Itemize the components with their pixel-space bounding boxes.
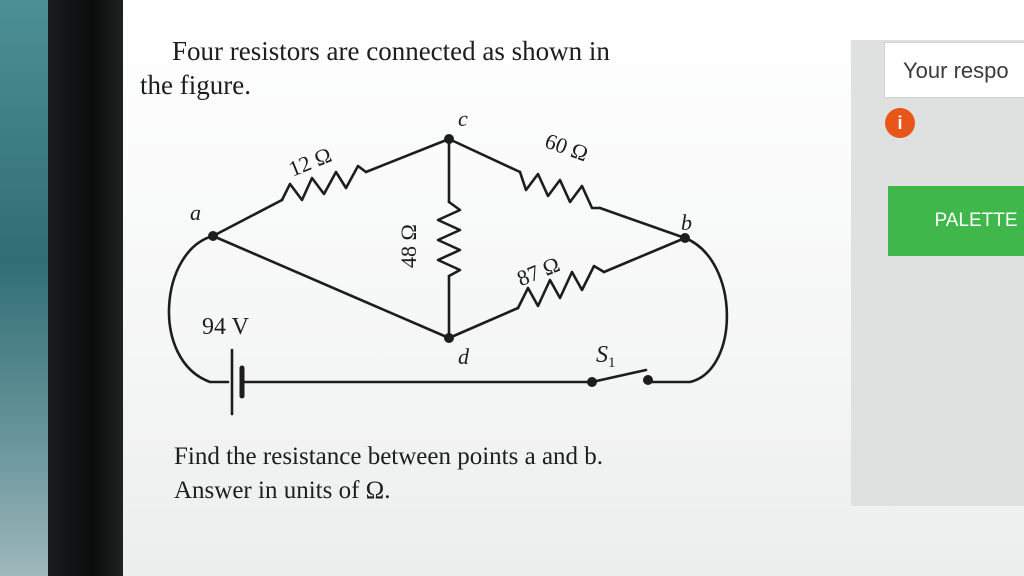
- resistor-60-ohm: [518, 170, 602, 210]
- resistor-87-ohm-label: 87 Ω: [513, 251, 563, 291]
- node-c-label: c: [458, 106, 468, 131]
- node-d-dot: [444, 333, 454, 343]
- resistor-60-ohm-label: 60 Ω: [542, 128, 592, 166]
- question-intro-line-2: the figure.: [140, 70, 251, 100]
- question-intro-line-1: Four resistors are connected as shown in: [172, 36, 610, 66]
- battery-label: 94 V: [202, 314, 250, 340]
- response-input[interactable]: Your respo: [884, 42, 1024, 98]
- switch-contact-left: [587, 377, 597, 387]
- question-intro: Four resistors are connected as shown in…: [140, 34, 760, 102]
- node-a-dot: [208, 231, 218, 241]
- resistor-12-ohm: [280, 164, 368, 202]
- node-a-label: a: [190, 200, 201, 225]
- resistor-48-ohm: [436, 200, 462, 278]
- question-prompt: Find the resistance between points a and…: [140, 440, 760, 508]
- resistor-12-ohm-label: 12 Ω: [285, 142, 335, 182]
- node-c-dot: [444, 134, 454, 144]
- node-b-dot: [680, 233, 690, 243]
- resistor-48-ohm-label: 48 Ω: [396, 224, 421, 268]
- switch-s1: [590, 368, 648, 384]
- question-prompt-line-1: Find the resistance between points a and…: [174, 443, 604, 470]
- resistor-87-ohm: [516, 264, 606, 310]
- palette-button[interactable]: PALETTE: [888, 186, 1024, 256]
- node-d-label: d: [458, 344, 470, 369]
- switch-label: S1: [596, 342, 616, 371]
- question-prompt-line-2: Answer in units of Ω.: [174, 477, 391, 504]
- node-b-label: b: [681, 210, 692, 235]
- monitor-bezel: [48, 0, 123, 576]
- switch-contact-right: [643, 375, 653, 385]
- info-icon[interactable]: i: [885, 108, 915, 138]
- circuit-diagram: a c b d 12 Ω 60 Ω 48 Ω 87 Ω 94 V S1: [167, 106, 729, 416]
- answer-side-panel: [851, 40, 1024, 506]
